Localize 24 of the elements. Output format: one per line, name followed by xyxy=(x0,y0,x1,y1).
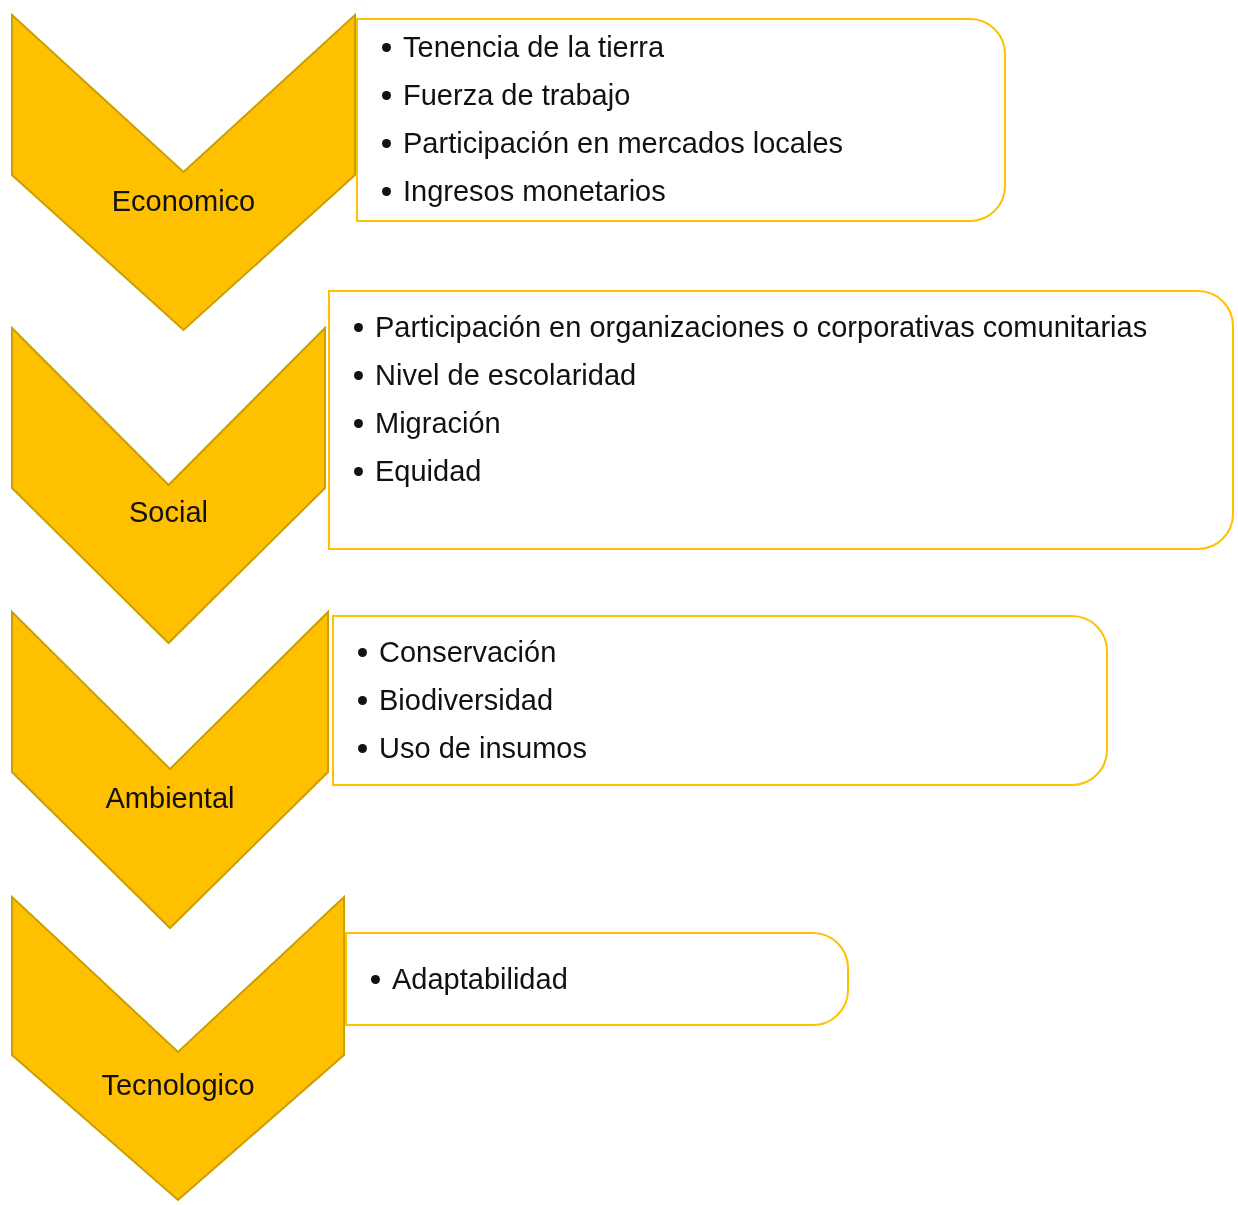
category-label: Economico xyxy=(110,185,257,218)
list-item-text: Ingresos monetarios xyxy=(403,174,666,208)
chevron-shape xyxy=(12,328,325,643)
chevron-shape xyxy=(12,612,328,928)
chevron-shape xyxy=(12,897,344,1200)
list-item-text: Uso de insumos xyxy=(379,731,587,765)
list-item-text: Equidad xyxy=(375,454,482,488)
list-item-text: Migración xyxy=(375,406,501,440)
list-box xyxy=(332,615,1108,786)
list-item-text: Tenencia de la tierra xyxy=(403,30,665,64)
list-box xyxy=(356,18,1006,222)
list-box xyxy=(328,290,1234,550)
list-item-text: Participación en mercados locales xyxy=(403,126,844,160)
list-item-text: Adaptabilidad xyxy=(392,962,568,996)
list-item-text: Conservación xyxy=(379,635,557,669)
chevron-shape xyxy=(12,15,355,330)
category-label: Ambiental xyxy=(104,782,236,815)
list-item-text: Biodiversidad xyxy=(379,683,554,717)
category-label: Tecnologico xyxy=(100,1069,256,1102)
list-item-text: Fuerza de trabajo xyxy=(403,78,631,112)
list-item-text: Participación en organizaciones o corporativas comunitarias xyxy=(375,310,1148,344)
list-item-text: Nivel de escolaridad xyxy=(375,358,637,392)
category-label: Social xyxy=(128,496,209,529)
list-box xyxy=(345,932,849,1026)
